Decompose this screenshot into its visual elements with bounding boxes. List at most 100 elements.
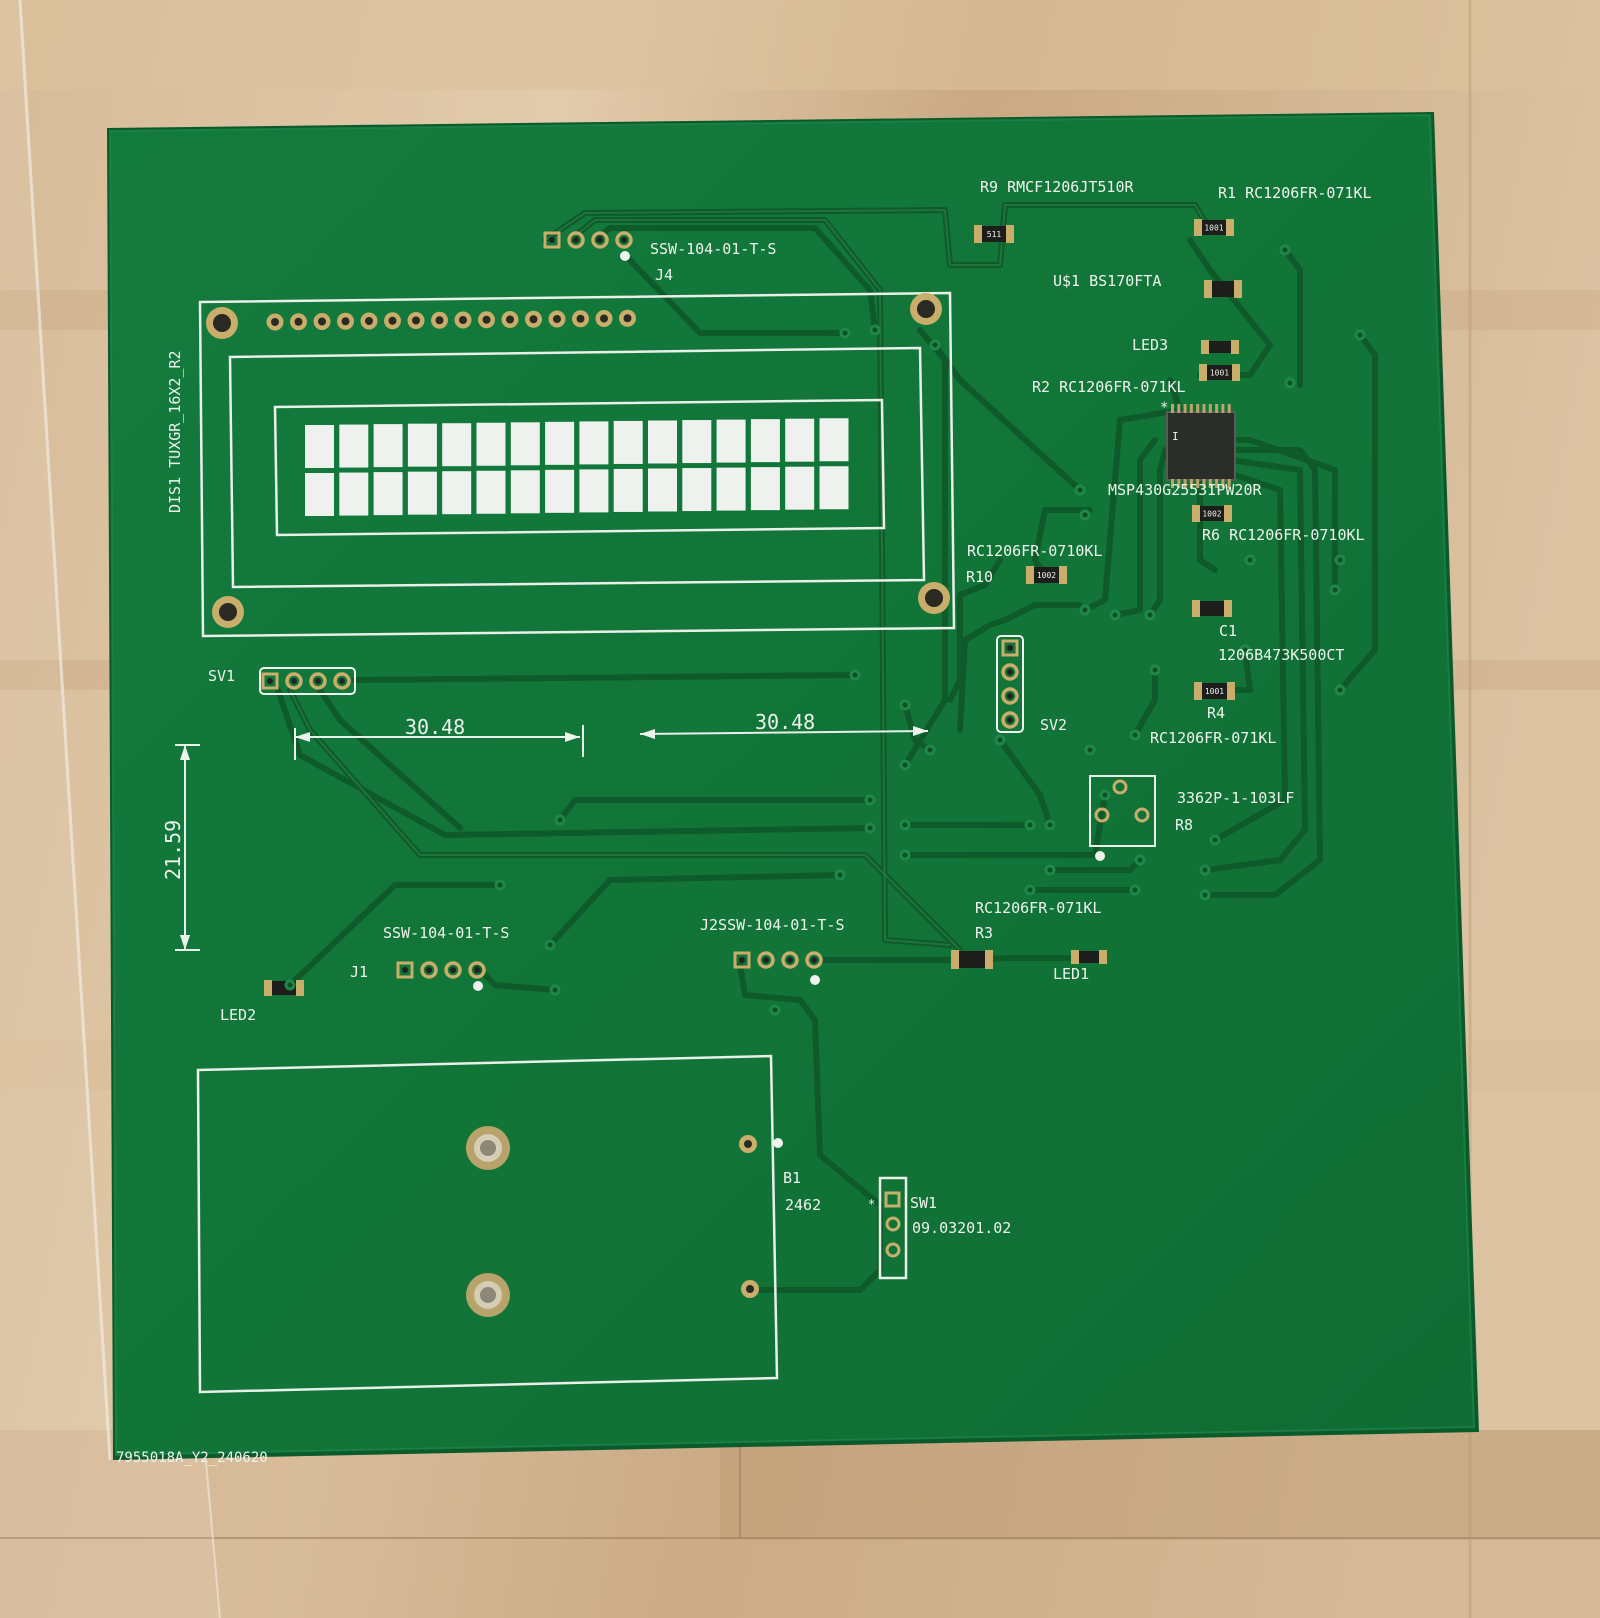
label-r8: R8 [1175, 816, 1193, 834]
via [1024, 819, 1036, 831]
lcd-cell [407, 471, 437, 515]
lcd-cell [648, 468, 677, 512]
mounting-hole-icon [206, 307, 238, 339]
via [1354, 329, 1366, 341]
via [929, 339, 941, 351]
label-r3: R3 [975, 924, 993, 942]
smd-r1: 1001 [1194, 219, 1234, 236]
via [1144, 609, 1156, 621]
pin-pad-icon [384, 312, 401, 330]
mounting-hole-icon [918, 582, 950, 614]
pin-pad-icon [595, 310, 613, 327]
pin-pad-icon [333, 672, 351, 690]
pin-pad-icon [396, 961, 414, 979]
label-sv2: SV2 [1040, 716, 1067, 734]
lcd-cell [442, 423, 472, 467]
lcd-cell [305, 425, 334, 468]
pin-pad-icon [337, 312, 354, 330]
label-led3: LED3 [1132, 336, 1168, 354]
pin1-marker-icon [773, 1138, 783, 1148]
pin-pad-icon [619, 309, 636, 327]
smd-r2: 1001 [1199, 364, 1240, 381]
label-r1: R1 RC1206FR-071KL [1218, 184, 1372, 202]
lcd-cell [785, 418, 815, 462]
pin-pad-icon [444, 961, 462, 979]
label-r8-part: 3362P-1-103LF [1177, 789, 1294, 807]
label-j4: J4 [655, 266, 673, 284]
via [1244, 554, 1256, 566]
via [1084, 744, 1096, 756]
pin1-marker-icon [810, 975, 820, 985]
pin-pad-icon [266, 313, 284, 331]
via [1129, 884, 1141, 896]
via [284, 979, 296, 991]
label-r6: R6 RC1206FR-0710KL [1202, 526, 1365, 544]
via [849, 669, 861, 681]
label-sw1-part: 09.03201.02 [912, 1219, 1011, 1237]
vias [284, 244, 1366, 1016]
smd-r10: 1002 [1026, 566, 1067, 584]
via [1044, 864, 1056, 876]
label-u1: U$1 BS170FTA [1053, 272, 1161, 290]
dimension-markers [175, 725, 929, 951]
label-b1-part: 2462 [785, 1196, 821, 1214]
smd-r4-marking: 1001 [1205, 687, 1224, 696]
label-sw1: SW1 [910, 1194, 937, 1212]
via [924, 744, 936, 756]
pin-pad-icon [466, 1126, 510, 1170]
pin-pad-icon [1001, 663, 1019, 681]
lcd-cell [407, 423, 437, 467]
lcd-cell [545, 469, 575, 513]
via [839, 327, 851, 339]
header-j4 [543, 231, 633, 249]
pin-pad-icon [805, 951, 823, 969]
via [1079, 509, 1091, 521]
label-b1: B1 [783, 1169, 801, 1187]
via [899, 699, 911, 711]
pin-pad-icon [567, 231, 585, 249]
via [1199, 889, 1211, 901]
smd-u1 [1204, 280, 1242, 298]
lcd-cell [716, 419, 746, 463]
via [1334, 554, 1346, 566]
chip-marking: I [1172, 430, 1179, 443]
label-mcu: MSP430G2553IPW20R [1108, 481, 1262, 499]
dimension-horizontal-right: 30.48 [755, 710, 815, 734]
lcd-cell [339, 424, 369, 468]
via [1199, 864, 1211, 876]
via [1134, 854, 1146, 866]
header-sv1-outline [259, 667, 356, 695]
mounting-hole-icon [212, 596, 244, 628]
pin-pad-icon [478, 311, 495, 329]
via [1239, 644, 1251, 656]
label-c1: C1 [1219, 622, 1237, 640]
dimension-vertical: 21.59 [161, 820, 185, 880]
smd-r3 [951, 950, 993, 969]
via [1024, 884, 1036, 896]
smd-r4: 1001 [1194, 682, 1235, 700]
pin-pad-icon [431, 311, 448, 329]
pin-pad-icon [454, 311, 472, 329]
via [869, 324, 881, 336]
smd-r1-marking: 1001 [1204, 224, 1223, 233]
pin-pad-icon [525, 310, 542, 328]
pin-pad-icon [615, 231, 633, 249]
lcd-cell [819, 418, 849, 462]
silkscreen-labels: R9 RMCF1206JT510R R1 RC1206FR-071KL SSW-… [116, 178, 1372, 1466]
lcd-cell [476, 422, 506, 466]
lcd-cell [648, 420, 677, 464]
lcd-cell [442, 471, 472, 515]
lcd-cell [373, 472, 403, 516]
via [1329, 584, 1341, 596]
pin-pad-icon [591, 231, 609, 249]
via [494, 879, 506, 891]
lcd-cell [750, 419, 780, 463]
pin-pad-icon [420, 961, 438, 979]
lcd-cell [510, 470, 540, 514]
pin-pad-icon [548, 310, 566, 328]
copper-traces [275, 202, 1378, 1293]
lcd-cell [785, 466, 815, 510]
lcd-cell [476, 470, 506, 514]
header-j1 [396, 961, 486, 979]
